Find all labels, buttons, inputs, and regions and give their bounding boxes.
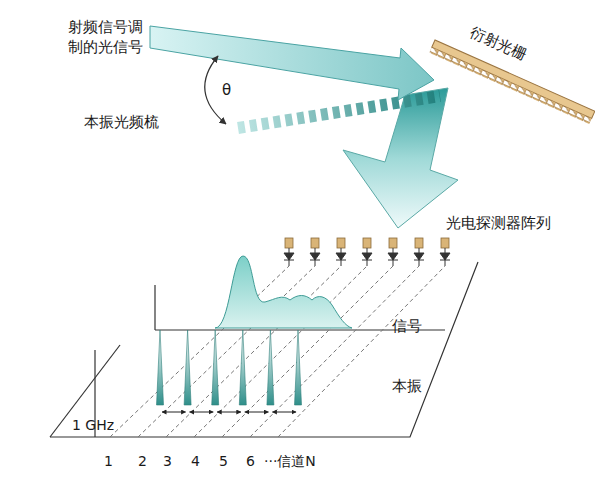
channel-number: ···信道N <box>264 452 316 471</box>
comb-line <box>295 330 302 405</box>
photodiode <box>414 248 424 266</box>
spacing-arrow <box>162 412 186 413</box>
frequency-spacing: 1 GHz <box>72 416 114 435</box>
channel-lines <box>110 266 445 437</box>
comb-line <box>157 330 164 405</box>
channel-line <box>250 266 419 437</box>
spacing-arrows <box>162 412 296 413</box>
signal-plane-label: 信号 <box>392 316 422 336</box>
photodiode <box>336 248 346 266</box>
comb-line <box>267 330 274 405</box>
spacing-arrow <box>190 412 214 413</box>
detector-pad <box>337 238 345 248</box>
lo-plane-label: 本振 <box>392 376 422 396</box>
detector-pad <box>363 238 371 248</box>
channel-line <box>110 266 289 437</box>
signal-beam <box>150 26 434 100</box>
spacing-arrow <box>245 412 269 413</box>
channel-line <box>138 266 315 437</box>
channel-line <box>194 266 367 437</box>
channel-number: 6 <box>246 452 255 471</box>
grating-label: 衍射光栅 <box>467 22 530 65</box>
comb-line <box>212 330 219 405</box>
signal-input-label: 射频信号调 制的光信号 <box>68 17 148 58</box>
angle-symbol: θ <box>222 80 231 100</box>
spacing-arrow <box>272 412 296 413</box>
comb-line <box>184 330 191 405</box>
channel-number: 5 <box>219 452 228 471</box>
channel-number: 4 <box>191 452 200 471</box>
detector-pad <box>285 238 293 248</box>
lo-comb-lines <box>157 330 302 405</box>
photodetector-array <box>284 238 450 266</box>
detector-pad <box>389 238 397 248</box>
detector-pad <box>311 238 319 248</box>
comb-line <box>239 330 246 405</box>
signal-spectrum <box>215 256 352 328</box>
lo-comb-label: 本振光频梳 <box>84 112 159 132</box>
lo-comb-beam <box>238 96 440 128</box>
spacing-arrow <box>217 412 241 413</box>
channel-number: 2 <box>138 452 147 471</box>
photodiode <box>362 248 372 266</box>
detector-array-label: 光电探测器阵列 <box>446 213 551 233</box>
detector-pad <box>415 238 423 248</box>
channel-number: 3 <box>163 452 172 471</box>
photodiode <box>388 248 398 266</box>
photodiode <box>284 248 294 266</box>
channel-line <box>278 266 445 437</box>
photodiode <box>310 248 320 266</box>
spectrum-floor <box>50 262 478 437</box>
photodiode <box>440 248 450 266</box>
channel-number: 1 <box>104 452 113 471</box>
detector-pad <box>441 238 449 248</box>
